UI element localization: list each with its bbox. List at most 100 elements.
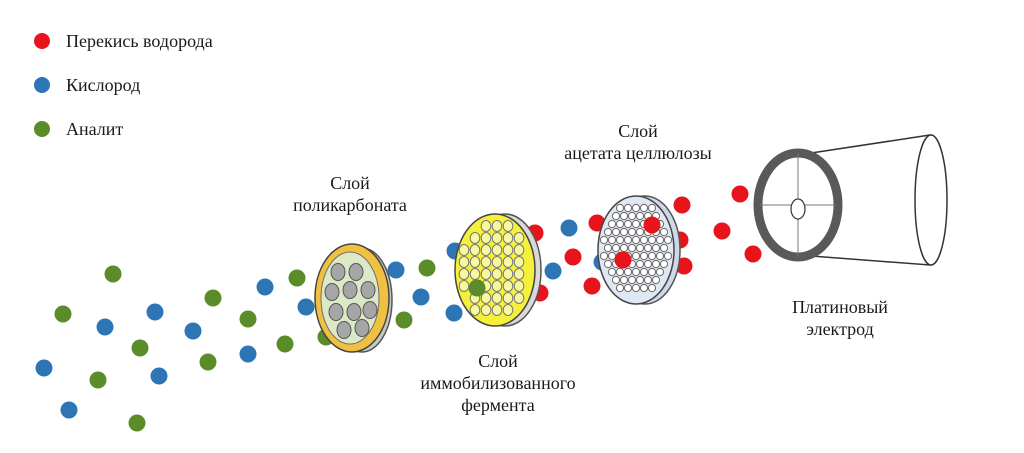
pore [615, 219, 625, 229]
pore [647, 235, 657, 245]
pore [659, 243, 669, 253]
pore [480, 304, 492, 316]
pore [627, 211, 637, 221]
pore [342, 281, 358, 299]
pore [469, 232, 481, 244]
pore [491, 304, 503, 316]
pore [631, 267, 641, 277]
pore [651, 259, 661, 269]
pore [663, 251, 673, 261]
pore [346, 303, 362, 321]
hydrogen-peroxide-dot [673, 196, 691, 214]
pore [607, 267, 617, 277]
pore [647, 267, 657, 277]
pore [611, 243, 621, 253]
pore [491, 232, 503, 244]
pore [635, 227, 645, 237]
pore [603, 227, 613, 237]
legend-label: Аналит [66, 119, 124, 139]
pore [655, 235, 665, 245]
pore [502, 232, 514, 244]
pore [513, 256, 525, 268]
pore [627, 275, 637, 285]
pore [330, 263, 346, 281]
pore [623, 203, 633, 213]
oxygen-dot [239, 345, 257, 363]
cellulose-acetate-layer [597, 195, 681, 305]
pore [659, 227, 669, 237]
analyte-dot [54, 305, 72, 323]
pore [639, 235, 649, 245]
pore [599, 235, 609, 245]
oxygen-dot [150, 367, 168, 385]
pore [635, 211, 645, 221]
pore [480, 244, 492, 256]
pore [603, 259, 613, 269]
legend-label: Кислород [66, 75, 141, 95]
pore [324, 283, 340, 301]
pore [623, 267, 633, 277]
pore [502, 292, 514, 304]
pore [354, 319, 370, 337]
analyte-dot [468, 279, 486, 297]
pore [651, 275, 661, 285]
pore [647, 283, 657, 293]
pore [663, 235, 673, 245]
oxygen-dot [146, 303, 164, 321]
analyte-dot [276, 335, 294, 353]
particles-front [468, 216, 661, 297]
pore [513, 268, 525, 280]
analyte-dot [131, 339, 149, 357]
pore [619, 275, 629, 285]
analyte-dot [418, 259, 436, 277]
label-line: фермента [461, 395, 535, 415]
hydrogen-peroxide-dot [564, 248, 582, 266]
pore [491, 268, 503, 280]
pore [635, 243, 645, 253]
label-line: Платиновый [792, 297, 888, 317]
hydrogen-peroxide-dot [643, 216, 661, 234]
pore [631, 251, 641, 261]
pore [659, 259, 669, 269]
electrode-center [790, 198, 806, 220]
pore [328, 303, 344, 321]
pore [480, 220, 492, 232]
label-line: иммобилизованного [420, 373, 576, 393]
pore [480, 256, 492, 268]
pore [502, 280, 514, 292]
pore [469, 268, 481, 280]
pore [623, 235, 633, 245]
analyte-dot [128, 414, 146, 432]
pore [627, 243, 637, 253]
pore [513, 232, 525, 244]
pore [623, 283, 633, 293]
pore [631, 203, 641, 213]
pore [513, 280, 525, 292]
analyte-dot [104, 265, 122, 283]
pore [502, 268, 514, 280]
pore [513, 244, 525, 256]
oxygen-dot [96, 318, 114, 336]
pore [469, 244, 481, 256]
pore [627, 227, 637, 237]
pore [619, 243, 629, 253]
analyte-dot [199, 353, 217, 371]
pore [502, 304, 514, 316]
pore [502, 256, 514, 268]
pore [607, 251, 617, 261]
pore [513, 292, 525, 304]
pore [623, 219, 633, 229]
enzyme-layer [454, 213, 542, 327]
label-line: Слой [330, 173, 370, 193]
pore [336, 321, 352, 339]
pore [607, 219, 617, 229]
oxygen-dot [35, 359, 53, 377]
pore [603, 243, 613, 253]
pore [599, 251, 609, 261]
label-line: ацетата целлюлозы [564, 143, 712, 163]
pore [647, 203, 657, 213]
pore [655, 267, 665, 277]
legend-label: Перекись водорода [66, 31, 213, 51]
pore [643, 259, 653, 269]
